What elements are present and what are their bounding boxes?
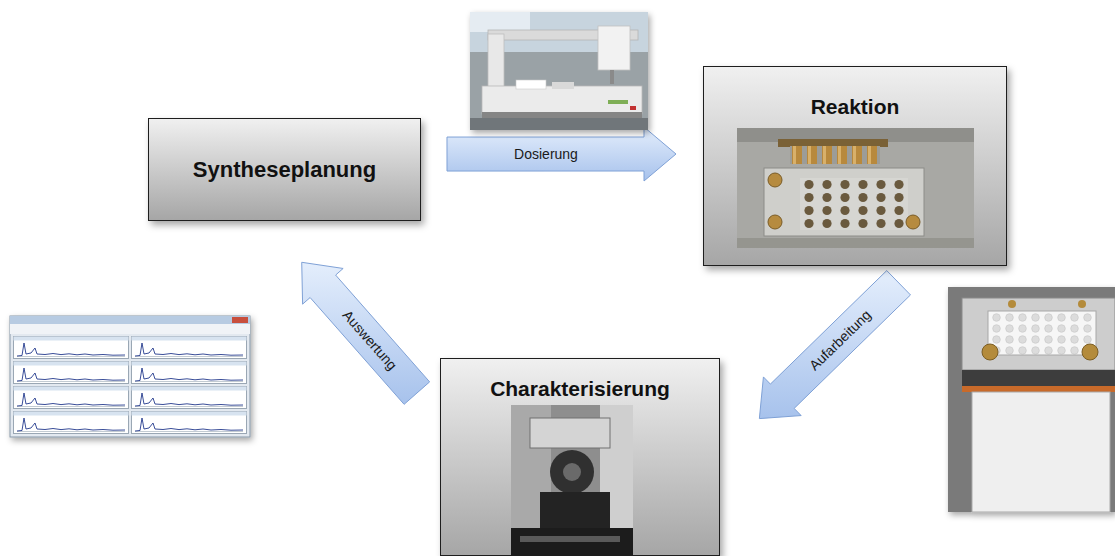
reactor-block-photo (790, 146, 880, 164)
reactor-block-photo (768, 215, 782, 229)
dosing-robot-photo (470, 12, 648, 52)
software-screenshot (10, 316, 250, 437)
instrument-photo (511, 405, 551, 556)
software-screenshot (14, 412, 129, 434)
reactor-block-photo (768, 173, 782, 187)
software-screenshot (132, 362, 247, 384)
dosing-robot-photo (630, 106, 636, 110)
node-label: Charakterisierung (441, 377, 719, 401)
process-box: Charakterisierung (440, 358, 720, 556)
block-arrow (447, 127, 676, 181)
workup-device-photo (962, 386, 1115, 392)
workup-device-photo (948, 287, 1115, 512)
arrow-label-holder: Aufarbeitung (806, 306, 874, 373)
process-box: Syntheseplanung (148, 118, 421, 221)
workup-device-photo (1078, 300, 1086, 308)
dosing-robot-photo (488, 30, 638, 40)
workup-device-photo (1082, 344, 1098, 360)
instrument-photo (530, 418, 610, 448)
software-screenshot (14, 387, 129, 409)
workup-device-photo (962, 298, 1115, 370)
instrument-photo (511, 405, 633, 556)
reactor-block-photo (800, 178, 908, 230)
instrument-photo (600, 405, 633, 556)
instrument-photo (511, 528, 633, 556)
arrow-label-holder: Auswertung (339, 307, 400, 373)
reactor-block-photo (737, 128, 974, 248)
dosing-robot-photo (608, 100, 628, 104)
dosing-robot-photo (482, 112, 642, 118)
workup-device-photo (1008, 300, 1016, 308)
dosing-robot-photo (470, 118, 648, 130)
reactor-block-photo (764, 168, 924, 236)
reactor-block-photo (906, 215, 920, 229)
dosing-robot-photo (470, 12, 648, 130)
reactor-block-photo (737, 128, 974, 248)
software-screenshot (132, 387, 247, 409)
dosing-robot-photo (482, 86, 642, 114)
instrument-photo (550, 450, 594, 494)
software-screenshot (232, 317, 248, 323)
dosing-robot-photo (598, 26, 630, 70)
arrow-label-holder: Dosierung (514, 146, 578, 162)
arrow-label: Dosierung (514, 146, 578, 162)
process-box: Reaktion (703, 66, 1007, 266)
node-label: Reaktion (704, 95, 1006, 119)
dosing-robot-photo (488, 34, 504, 92)
software-screenshot (132, 412, 247, 434)
software-screenshot (10, 316, 250, 324)
dosing-robot-photo (610, 70, 614, 84)
workup-device-photo (948, 287, 1115, 512)
dosing-robot-photo (470, 12, 530, 32)
dosing-robot-photo (516, 80, 546, 89)
dosing-robot-photo (552, 82, 574, 89)
software-screenshot (14, 337, 129, 359)
software-screenshot (14, 362, 129, 384)
instrument-photo (540, 492, 610, 532)
instrument-photo (563, 463, 581, 481)
block-arrow (302, 262, 430, 404)
workup-device-photo (982, 344, 998, 360)
reactor-block-photo (737, 128, 974, 142)
workup-device-photo (972, 392, 1110, 512)
instrument-photo (520, 536, 620, 542)
arrow-label: Auswertung (339, 307, 400, 373)
arrow-label: Aufarbeitung (806, 306, 874, 373)
software-screenshot (10, 316, 250, 437)
software-screenshot (132, 337, 247, 359)
workup-device-photo (962, 370, 1115, 386)
node-label: Syntheseplanung (149, 157, 420, 183)
reactor-block-photo (737, 238, 974, 248)
block-arrow (759, 271, 910, 419)
dosing-robot-photo (470, 12, 648, 130)
software-screenshot (10, 324, 250, 334)
reactor-block-photo (778, 139, 888, 147)
workup-device-photo (988, 311, 1096, 355)
instrument-photo (511, 405, 633, 556)
